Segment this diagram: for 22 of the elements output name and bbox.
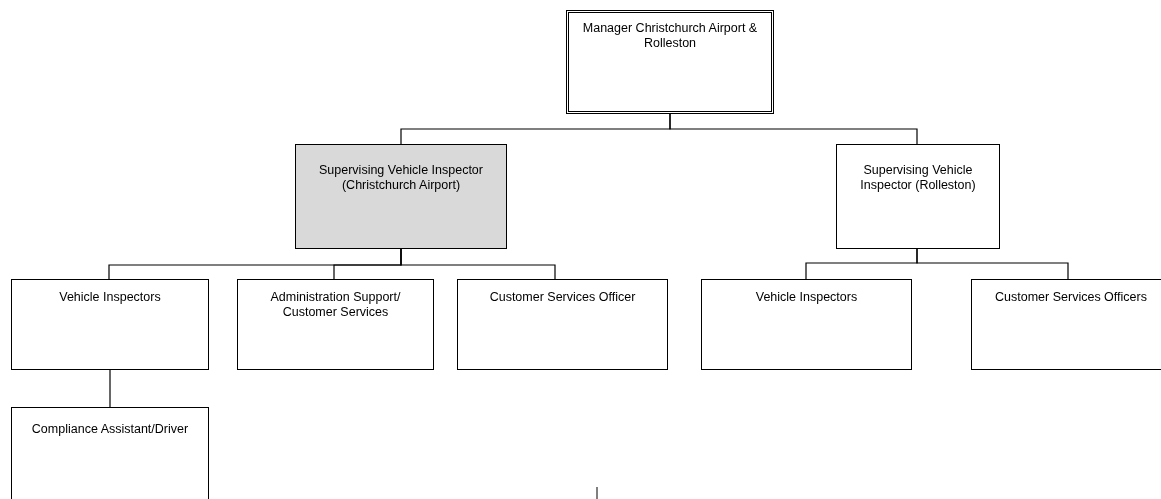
position-box (11, 279, 209, 370)
position-box (971, 279, 1161, 370)
manager-box (566, 10, 774, 114)
connector-line (916, 248, 1069, 280)
position-title: Vehicle Inspectors (754, 290, 859, 305)
position-title: Customer Services Officers (994, 290, 1148, 305)
position-title: Administration Support/ Customer Services (269, 290, 402, 320)
position-title: Supervising Vehicle Inspector (Rolleston) (859, 163, 977, 193)
position-box (11, 407, 209, 499)
position-box (836, 144, 1000, 249)
connector-line (109, 369, 111, 408)
position-title: Customer Services Officer (488, 290, 637, 305)
connector-line (400, 248, 556, 280)
position-box (701, 279, 912, 370)
position-box (237, 279, 434, 370)
position-title: Compliance Assistant/Driver (30, 422, 190, 437)
position-box (457, 279, 668, 370)
position-title: Manager Christchurch Airport & Rolleston (581, 21, 759, 51)
connector-line (669, 113, 918, 145)
position-title: Supervising Vehicle Inspector (Christchurch Airport) (318, 163, 484, 193)
position-box (295, 144, 507, 249)
position-title: Vehicle Inspectors (58, 290, 162, 305)
